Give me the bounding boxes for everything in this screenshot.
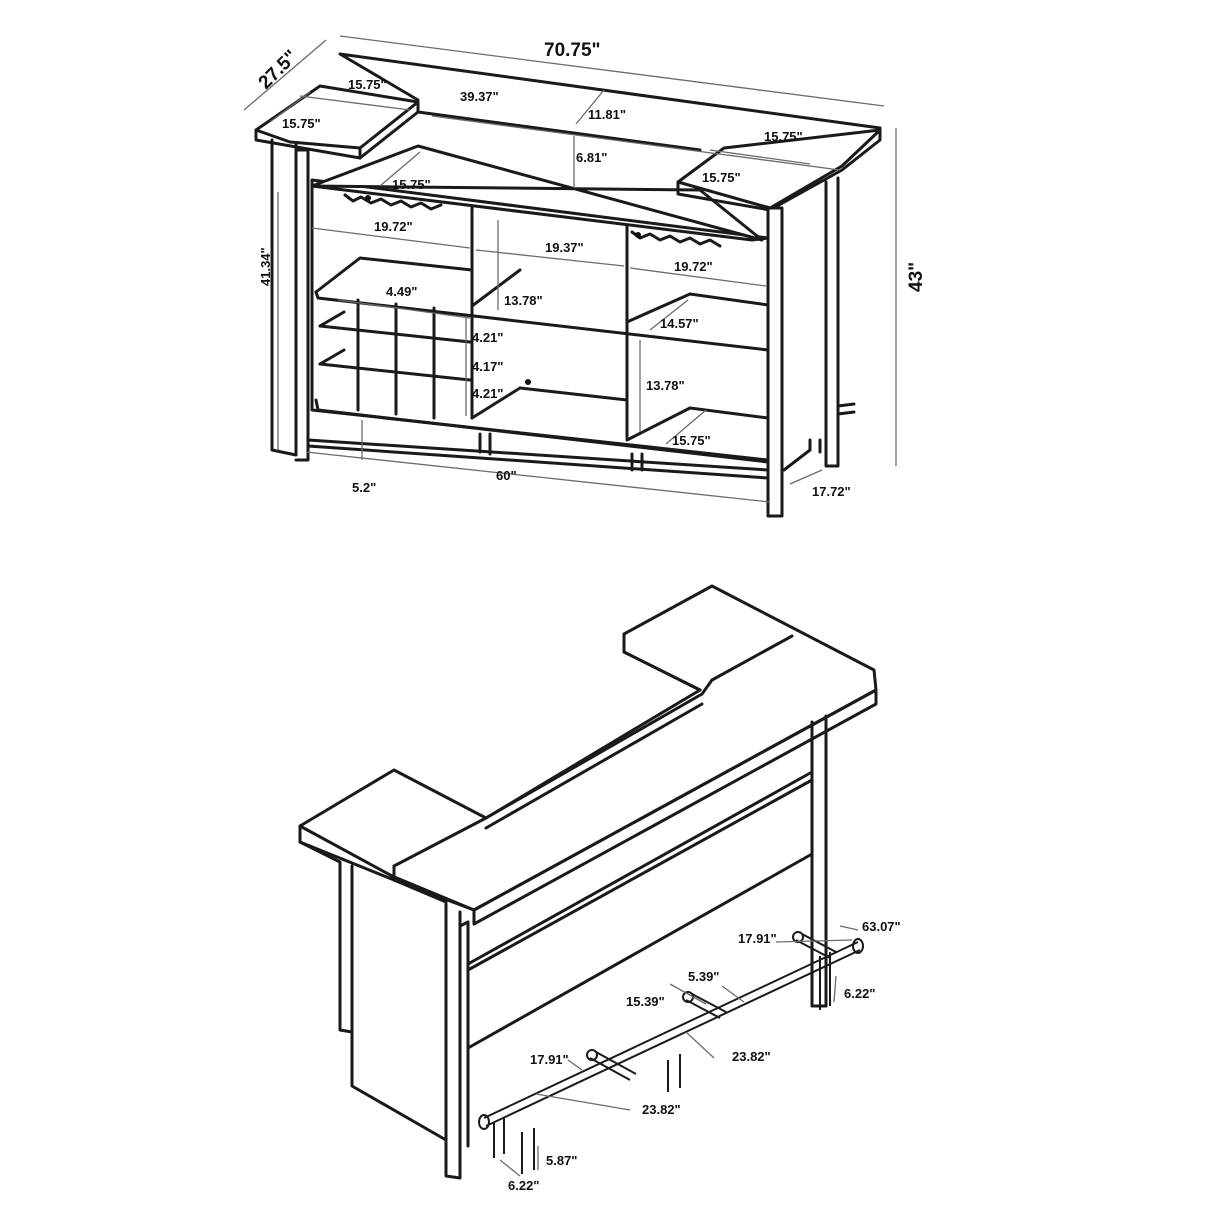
label-support-spacing-2: 23.82" (642, 1102, 681, 1117)
label-overall-depth: 27.5" (255, 46, 302, 93)
label-right-cubby-d: 14.57" (660, 316, 699, 331)
bottom-bar-unit (298, 584, 878, 1180)
bottom-dimension-labels: 63.07" 17.91" 5.39" 15.39" 17.91" 23.82"… (508, 919, 901, 1193)
label-shelf-gap: 6.81" (576, 150, 607, 165)
label-base-clearance: 5.2" (352, 480, 376, 495)
top-dimension-lines (243, 35, 897, 503)
label-right-top-w: 15.75" (764, 129, 803, 144)
label-glass-rack-w: 15.75" (392, 177, 431, 192)
label-wine-row-3: 4.21" (472, 386, 503, 401)
label-footrest-offset-left: 6.22" (508, 1178, 539, 1193)
label-left-top-d: 15.75" (282, 116, 321, 131)
label-seg-a: 17.91" (738, 931, 777, 946)
front-right-leg (766, 206, 784, 518)
label-lower-cubby-h: 13.78" (646, 378, 685, 393)
bottom-dimension-lines (499, 925, 859, 1177)
label-overall-width: 70.75" (544, 40, 601, 61)
left-top-slab (254, 84, 420, 150)
label-seg-b: 5.39" (688, 969, 719, 984)
label-wine-row-1: 4.21" (472, 330, 503, 345)
label-overall-height: 43" (906, 262, 927, 292)
label-right-top-d: 15.75" (702, 170, 741, 185)
label-seg-d: 17.91" (530, 1052, 569, 1067)
label-mid-cubby-h: 13.78" (504, 293, 543, 308)
label-lower-cubby-d: 15.75" (672, 433, 711, 448)
label-seg-c: 15.39" (626, 994, 665, 1009)
label-center-top-w: 39.37" (460, 89, 499, 104)
glass-rack-right (630, 230, 722, 248)
label-center-top-d: 11.81" (588, 107, 626, 122)
label-mid-cubby-w: 19.37" (545, 240, 584, 255)
label-wine-row-2: 4.17" (472, 359, 503, 374)
label-footrest-height: 5.87" (546, 1153, 577, 1168)
label-right-cubby-w: 19.72" (674, 259, 713, 274)
label-base-depth: 17.72" (812, 484, 851, 499)
label-footrest-offset-right: 6.22" (844, 986, 875, 1001)
label-footrest-length: 63.07" (862, 919, 901, 934)
glass-rack-left (343, 193, 443, 211)
label-support-spacing-1: 23.82" (732, 1049, 771, 1064)
top-bar-unit (254, 52, 882, 518)
label-body-height: 41.34" (258, 247, 273, 286)
label-left-top-w: 15.75" (348, 77, 387, 92)
label-base-length: 60" (496, 468, 517, 483)
label-wine-cell-w: 4.49" (386, 284, 417, 299)
label-left-cubby-w: 19.72" (374, 219, 413, 234)
